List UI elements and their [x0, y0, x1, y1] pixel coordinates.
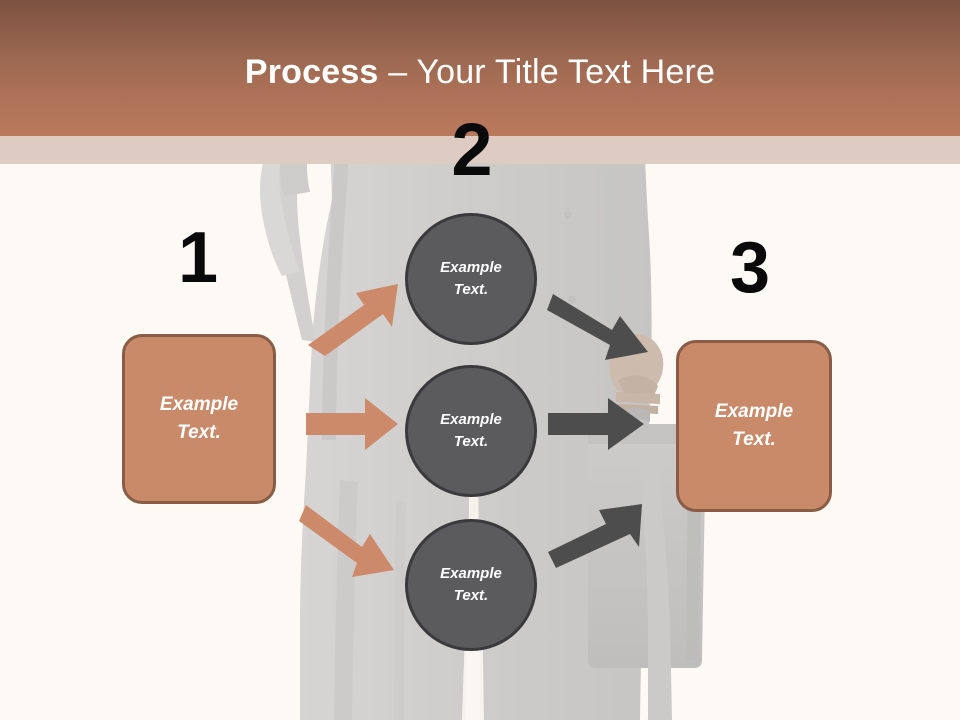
header-band — [0, 0, 960, 136]
process-box-left-line2: Text. — [177, 422, 221, 443]
page-title: Process – Your Title Text Here — [0, 52, 960, 92]
step-number-2: 2 — [451, 108, 493, 191]
process-circle-middle-line1: Example — [440, 411, 502, 428]
process-box-left[interactable]: Example Text. — [122, 334, 276, 504]
process-circle-bottom-line2: Text. — [453, 587, 489, 604]
process-box-left-line1: Example — [159, 394, 239, 415]
header-accent-band — [0, 136, 960, 164]
process-circle-bottom[interactable]: Example Text. — [405, 519, 537, 651]
step-number-3: 3 — [729, 228, 771, 308]
process-circle-middle[interactable]: Example Text. — [405, 365, 537, 497]
page-title-rest: – Your Title Text Here — [378, 53, 716, 91]
process-circle-bottom-line1: Example — [440, 565, 502, 582]
process-circle-top-line1: Example — [440, 259, 502, 276]
process-box-right-line2: Text. — [732, 429, 776, 450]
process-circle-middle-line2: Text. — [453, 433, 489, 450]
process-box-right-line1: Example — [714, 401, 794, 422]
page-title-strong: Process — [244, 53, 379, 91]
process-box-right[interactable]: Example Text. — [676, 340, 832, 512]
step-number-1: 1 — [177, 218, 219, 298]
process-circle-top-line2: Text. — [453, 281, 489, 298]
process-circle-top[interactable]: Example Text. — [405, 213, 537, 345]
